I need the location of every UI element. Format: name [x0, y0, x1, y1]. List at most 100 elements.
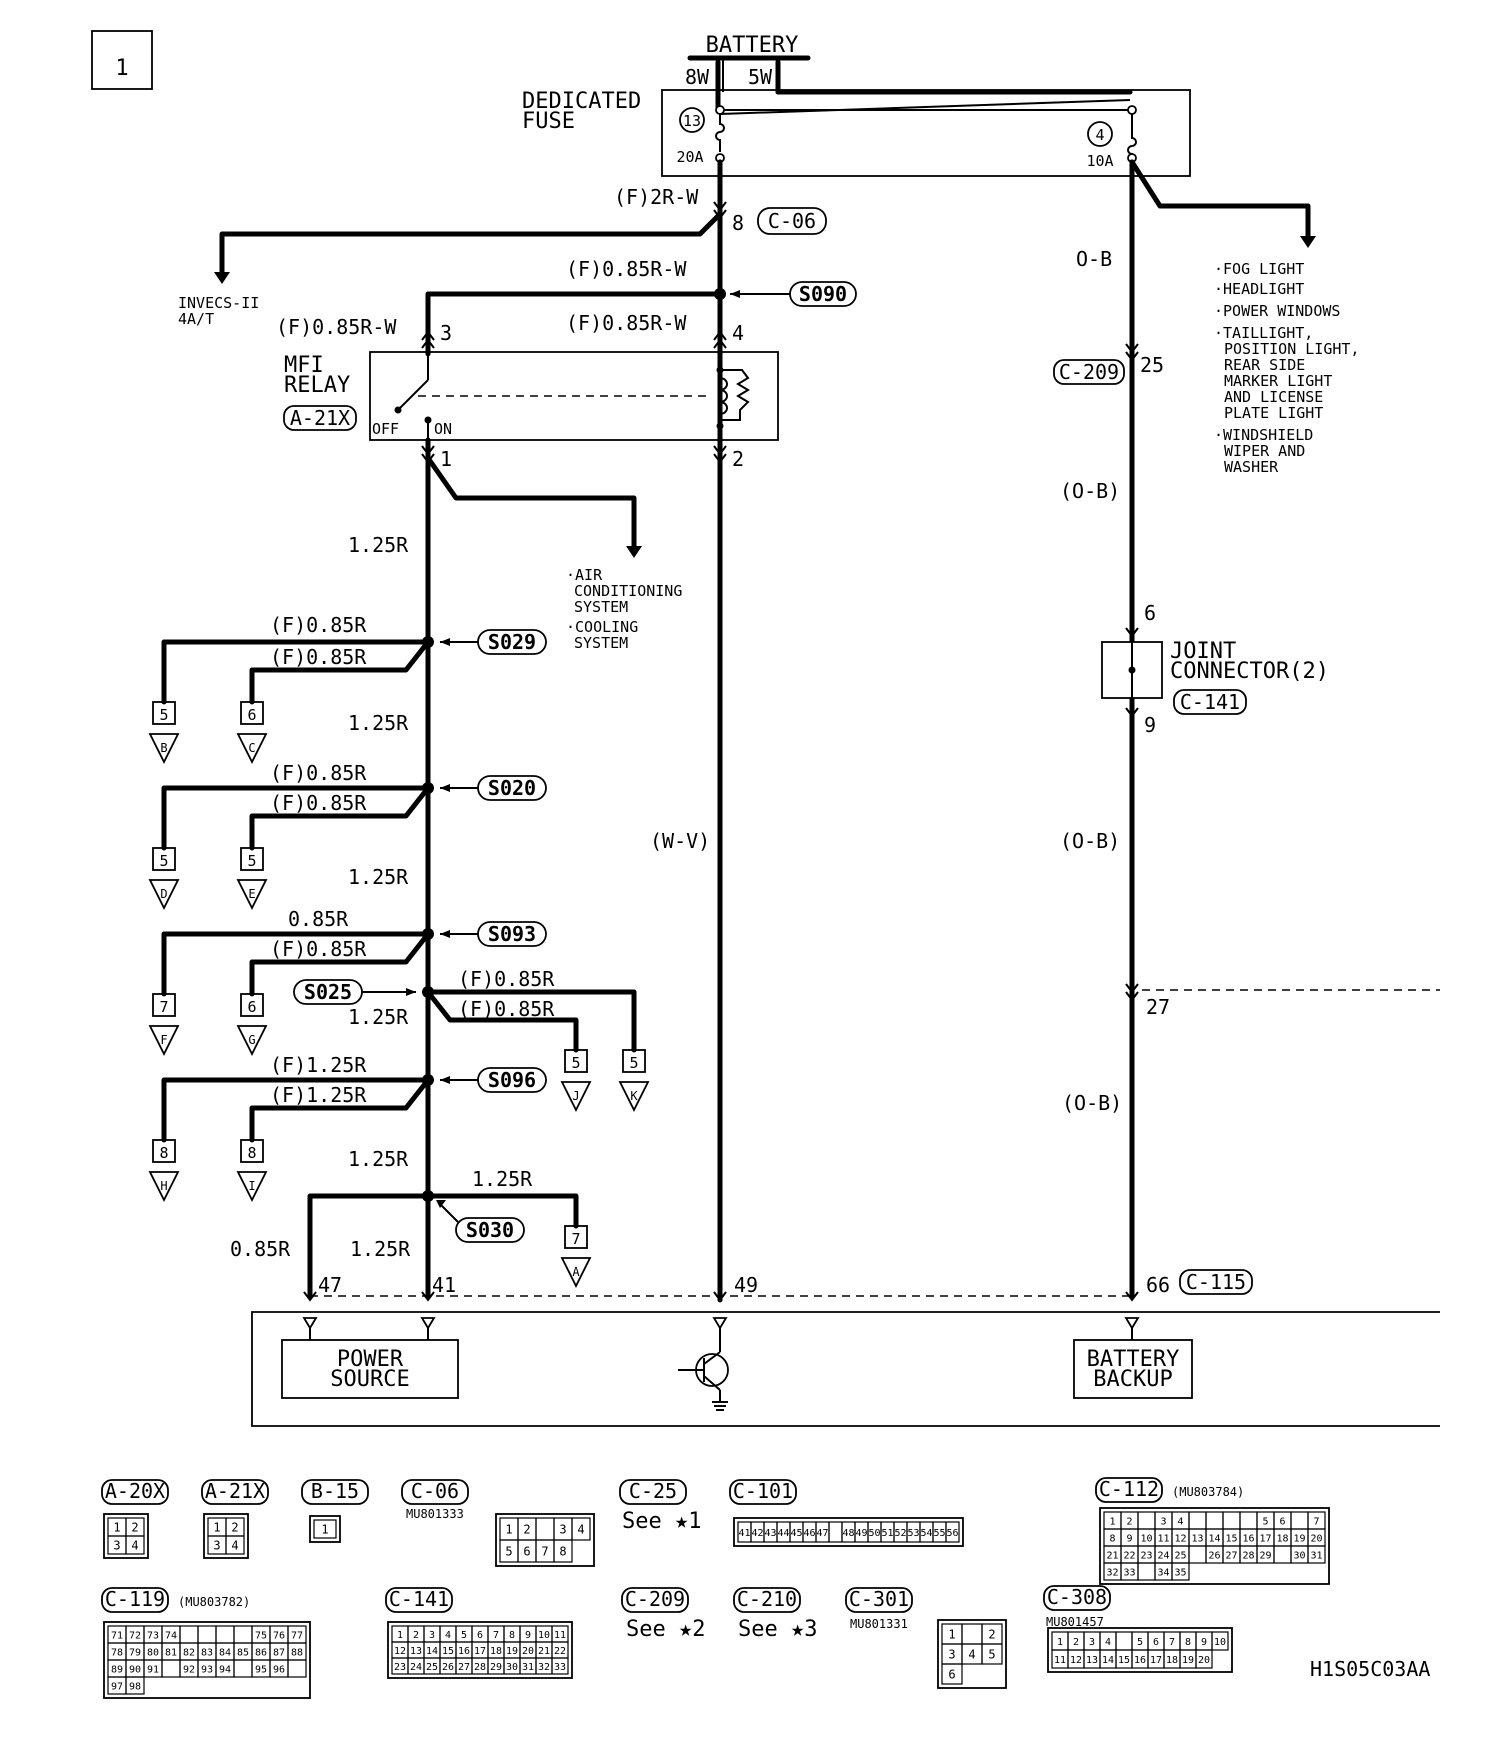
wire-f125r-b: (F)1.25R [270, 1083, 367, 1107]
pin-number: 1 [321, 1523, 328, 1537]
pin-cell [1273, 1545, 1292, 1564]
svg-text:E: E [248, 887, 255, 901]
conn-a21x: A-21X [205, 1479, 265, 1503]
splice-s025: S025 [304, 980, 352, 1004]
relay-title-2: RELAY [284, 373, 350, 398]
svg-text:6: 6 [247, 706, 256, 724]
pin-number: 34 [1157, 1567, 1169, 1578]
joint-connector: JOINT CONNECTOR(2) C-141 [1101, 639, 1329, 715]
pin-number: 14 [1102, 1655, 1114, 1666]
pin-number: 43 [764, 1528, 776, 1539]
svg-text:5: 5 [247, 852, 256, 870]
pin-number: 3 [113, 1539, 120, 1553]
pin-number: 27 [1225, 1550, 1237, 1561]
pin-number: 95 [255, 1664, 267, 1675]
svg-text:WIPER AND: WIPER AND [1224, 442, 1305, 460]
pin-number: 1 [397, 1630, 403, 1641]
pin-number: 56 [946, 1528, 958, 1539]
pin-number: 85 [237, 1647, 249, 1658]
relay-code: A-21X [290, 406, 350, 430]
transistor-symbol [678, 1351, 729, 1411]
invecs-label-1: INVECS-II [178, 294, 259, 312]
fuse-title-1: DEDICATED [522, 89, 641, 114]
pin-number: 2 [1073, 1637, 1079, 1648]
pin-number: 54 [920, 1528, 932, 1539]
svg-text:8: 8 [159, 1144, 168, 1162]
pin-6: 6 [1144, 601, 1156, 625]
dedicated-fuse: DEDICATED FUSE 13 20A 4 10A [522, 89, 1191, 177]
power-source-block: POWER SOURCE [281, 1339, 459, 1399]
pin-number: 6 [523, 1545, 530, 1559]
pin-number: 98 [129, 1681, 141, 1692]
pin-number: 1 [1057, 1637, 1063, 1648]
conn-c141: C-141 [389, 1587, 449, 1611]
pin-cell [1137, 1511, 1156, 1530]
pin-number: 14 [426, 1646, 438, 1657]
pin-number: 1 [113, 1521, 120, 1535]
conn-b15: B-15 [311, 1479, 359, 1503]
pin-27: 27 [1146, 995, 1170, 1019]
branch-k: 5 K [618, 1049, 650, 1113]
pin-number: 23 [394, 1662, 406, 1673]
pin-number: 7 [1313, 1516, 1319, 1527]
svg-text:JOINT: JOINT [1170, 639, 1236, 664]
pin-number: 32 [1106, 1567, 1118, 1578]
pin-number: 24 [1157, 1550, 1169, 1561]
svg-text:MARKER LIGHT: MARKER LIGHT [1224, 372, 1332, 390]
fuse-4-rating: 10A [1086, 152, 1113, 170]
wire-085r-x: 0.85R [230, 1237, 291, 1261]
pin-cell [945, 1521, 960, 1543]
pin-number: 35 [1174, 1567, 1186, 1578]
pin-cell [197, 1625, 217, 1644]
pin-number: 2 [231, 1521, 238, 1535]
pin-number: 13 [1191, 1533, 1203, 1544]
pin-number: 87 [273, 1647, 285, 1658]
battery-backup-block: BATTERY BACKUP [1073, 1339, 1193, 1399]
pin-number: 42 [751, 1528, 763, 1539]
pin-number: 2 [413, 1630, 419, 1641]
pin-number: 2 [1126, 1516, 1132, 1527]
pin-number: 4 [577, 1523, 584, 1537]
svg-text:8: 8 [247, 1144, 256, 1162]
pin-number: 27 [458, 1662, 470, 1673]
pin-number: 11 [1054, 1655, 1066, 1666]
pin-number: 1 [948, 1628, 955, 1642]
wire-label-wv: (W-V) [650, 829, 710, 853]
pin-number: 73 [147, 1630, 159, 1641]
svg-text:K: K [630, 1089, 638, 1103]
branch-g: 6 G [236, 993, 268, 1057]
pin-number: 78 [111, 1647, 123, 1658]
pin-number: 91 [147, 1664, 159, 1675]
pin-number: 12 [394, 1646, 406, 1657]
svg-text:H: H [160, 1179, 167, 1193]
svg-text:C: C [248, 741, 255, 755]
wire-ob-3: (O-B) [1060, 829, 1120, 853]
conn-c112-part: (MU803784) [1172, 1485, 1244, 1499]
wire-1-25r-e: 1.25R [348, 1147, 409, 1171]
wire-label-f2rw: (F)2R-W [614, 185, 699, 209]
svg-text:REAR SIDE: REAR SIDE [1224, 356, 1305, 374]
pin-number: 83 [201, 1647, 213, 1658]
pin-number: 20 [1310, 1533, 1322, 1544]
pin-cell [313, 1519, 337, 1539]
splice-s093: S093 [488, 922, 536, 946]
conn-c210-see: See ★3 [738, 1617, 817, 1642]
pin-number: 46 [803, 1528, 815, 1539]
pin-cell [1211, 1631, 1229, 1651]
pin-number: 15 [1225, 1533, 1237, 1544]
pin-number: 6 [948, 1668, 955, 1682]
svg-text:·TAILLIGHT,: ·TAILLIGHT, [1214, 324, 1313, 342]
page-number: 1 [115, 56, 128, 81]
pin-cell [1188, 1511, 1207, 1530]
pin-number: 32 [538, 1662, 550, 1673]
c209-label: C-209 [1059, 360, 1119, 384]
pin-number: 72 [129, 1630, 141, 1641]
pin-number: 77 [291, 1630, 303, 1641]
pin-number: 4 [231, 1539, 238, 1553]
pin-number: 8 [1109, 1533, 1115, 1544]
conn-c06-part: MU801333 [406, 1507, 464, 1521]
battery-wire-5w: 5W [748, 65, 773, 89]
conn-c210: C-210 [737, 1587, 797, 1611]
conn-a20x: A-20X [105, 1479, 165, 1503]
